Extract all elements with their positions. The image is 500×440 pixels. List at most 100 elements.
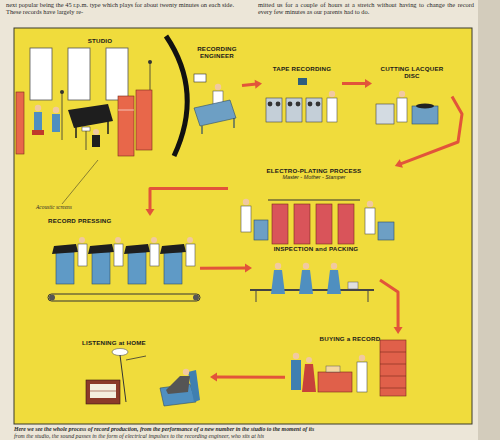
packer-dress xyxy=(271,270,285,294)
operator-head xyxy=(79,237,85,243)
plating-bath xyxy=(378,222,394,240)
press-head xyxy=(88,244,114,254)
arrow-line xyxy=(400,97,462,165)
customer-coat xyxy=(291,360,301,390)
flow-arrow xyxy=(242,80,262,89)
monitor-speaker xyxy=(194,74,206,82)
shop-counter xyxy=(318,372,352,392)
arrow-head xyxy=(210,373,217,382)
flow-arrow xyxy=(342,79,372,88)
operator-coat xyxy=(114,244,123,266)
piano-leg xyxy=(75,127,77,138)
arrow-head xyxy=(245,264,252,273)
musician-body xyxy=(34,112,42,130)
record-box xyxy=(348,282,358,289)
stage-subheading: Master - Mother - Stamper xyxy=(230,174,398,181)
arrow-line xyxy=(380,280,398,329)
assistant-head xyxy=(359,355,365,361)
technician-head xyxy=(329,91,335,97)
studio-door xyxy=(30,48,52,100)
packer-head xyxy=(331,263,337,269)
binding-shadow xyxy=(478,0,500,440)
operator-coat xyxy=(186,244,195,266)
armchair-back xyxy=(188,370,200,402)
acoustic-screen xyxy=(118,96,134,156)
leader-line xyxy=(62,160,98,204)
studio-door xyxy=(106,48,128,100)
tape-machine xyxy=(306,98,322,122)
shelf-line xyxy=(380,352,406,353)
record-shelves xyxy=(380,340,406,396)
stage-heading: RECORD PRESSING xyxy=(48,217,192,224)
arrow-line xyxy=(242,84,257,85)
technician-coat xyxy=(397,98,407,122)
press-head xyxy=(160,244,186,254)
stage-heading: LISTENING at HOME xyxy=(82,339,168,346)
stage-box: CUTTING LACQUER DISC xyxy=(372,64,452,129)
listener-body xyxy=(166,376,190,394)
cutting-lathe xyxy=(412,106,438,124)
microphone xyxy=(148,60,152,64)
stage-heading: ELECTRO-PLATING PROCESS xyxy=(230,167,398,174)
technician-head xyxy=(367,201,373,207)
press-head xyxy=(52,244,78,254)
listener-head xyxy=(183,369,189,375)
cutting-lathe xyxy=(376,104,394,124)
musician-head xyxy=(93,129,99,135)
control-room-wall xyxy=(166,36,187,156)
flow-arrow xyxy=(395,97,462,168)
conveyor-belt xyxy=(48,294,200,301)
lamp-arm xyxy=(126,356,146,360)
technician-coat xyxy=(327,98,337,122)
flow-arrow xyxy=(200,264,252,273)
record-press xyxy=(92,252,110,284)
operator-coat xyxy=(150,244,159,266)
technician-coat xyxy=(365,208,375,234)
plating-tank xyxy=(316,204,332,244)
musician-head xyxy=(35,105,41,111)
shelf-line xyxy=(380,364,406,365)
body-text: next popular being the 45 r.p.m. type wh… xyxy=(6,1,234,16)
tape-reel xyxy=(276,102,281,107)
stage-box: RECORD PRESSING xyxy=(40,216,200,306)
grand-piano xyxy=(68,104,113,128)
callout-label: Acoustic screens xyxy=(36,204,80,210)
operator-coat xyxy=(78,244,87,266)
radiogram-grille xyxy=(90,391,116,392)
yellow-panel xyxy=(14,28,472,424)
stage-box: STUDIO xyxy=(20,36,180,206)
shelf-line xyxy=(380,388,406,389)
arrow-line xyxy=(342,82,367,85)
lamp-shade xyxy=(112,349,128,356)
lacquer-disc xyxy=(416,104,434,109)
screen-window xyxy=(118,110,134,111)
operator-head xyxy=(115,237,121,243)
shelf-line xyxy=(380,376,406,377)
arrow-head xyxy=(365,79,372,88)
record-player xyxy=(326,366,340,372)
arrow-head xyxy=(255,80,262,89)
stage-heading: CUTTING LACQUER DISC xyxy=(374,65,450,79)
table-leg xyxy=(368,290,369,302)
music-stand xyxy=(82,127,90,131)
packer-head xyxy=(275,263,281,269)
stage-box: RECORDING ENGINEER xyxy=(192,44,242,134)
stage-heading: STUDIO xyxy=(22,37,178,44)
packer-dress xyxy=(327,270,341,294)
record-press xyxy=(128,252,146,284)
stage-box: TAPE RECORDING xyxy=(262,64,342,129)
music-stand xyxy=(86,130,87,150)
record-press xyxy=(164,252,182,284)
studio-door xyxy=(68,48,90,100)
desk-leg xyxy=(233,118,234,128)
stage-heading: RECORDING ENGINEER xyxy=(194,45,240,59)
stage-box: LISTENING at HOME xyxy=(40,338,210,416)
microphone-stand xyxy=(62,92,63,140)
operator-head xyxy=(151,237,157,243)
table-leg xyxy=(256,290,257,302)
assistant-coat xyxy=(357,362,367,392)
arrow-head xyxy=(394,327,403,334)
flow-arrow xyxy=(380,280,403,334)
tape-reel xyxy=(296,102,301,107)
